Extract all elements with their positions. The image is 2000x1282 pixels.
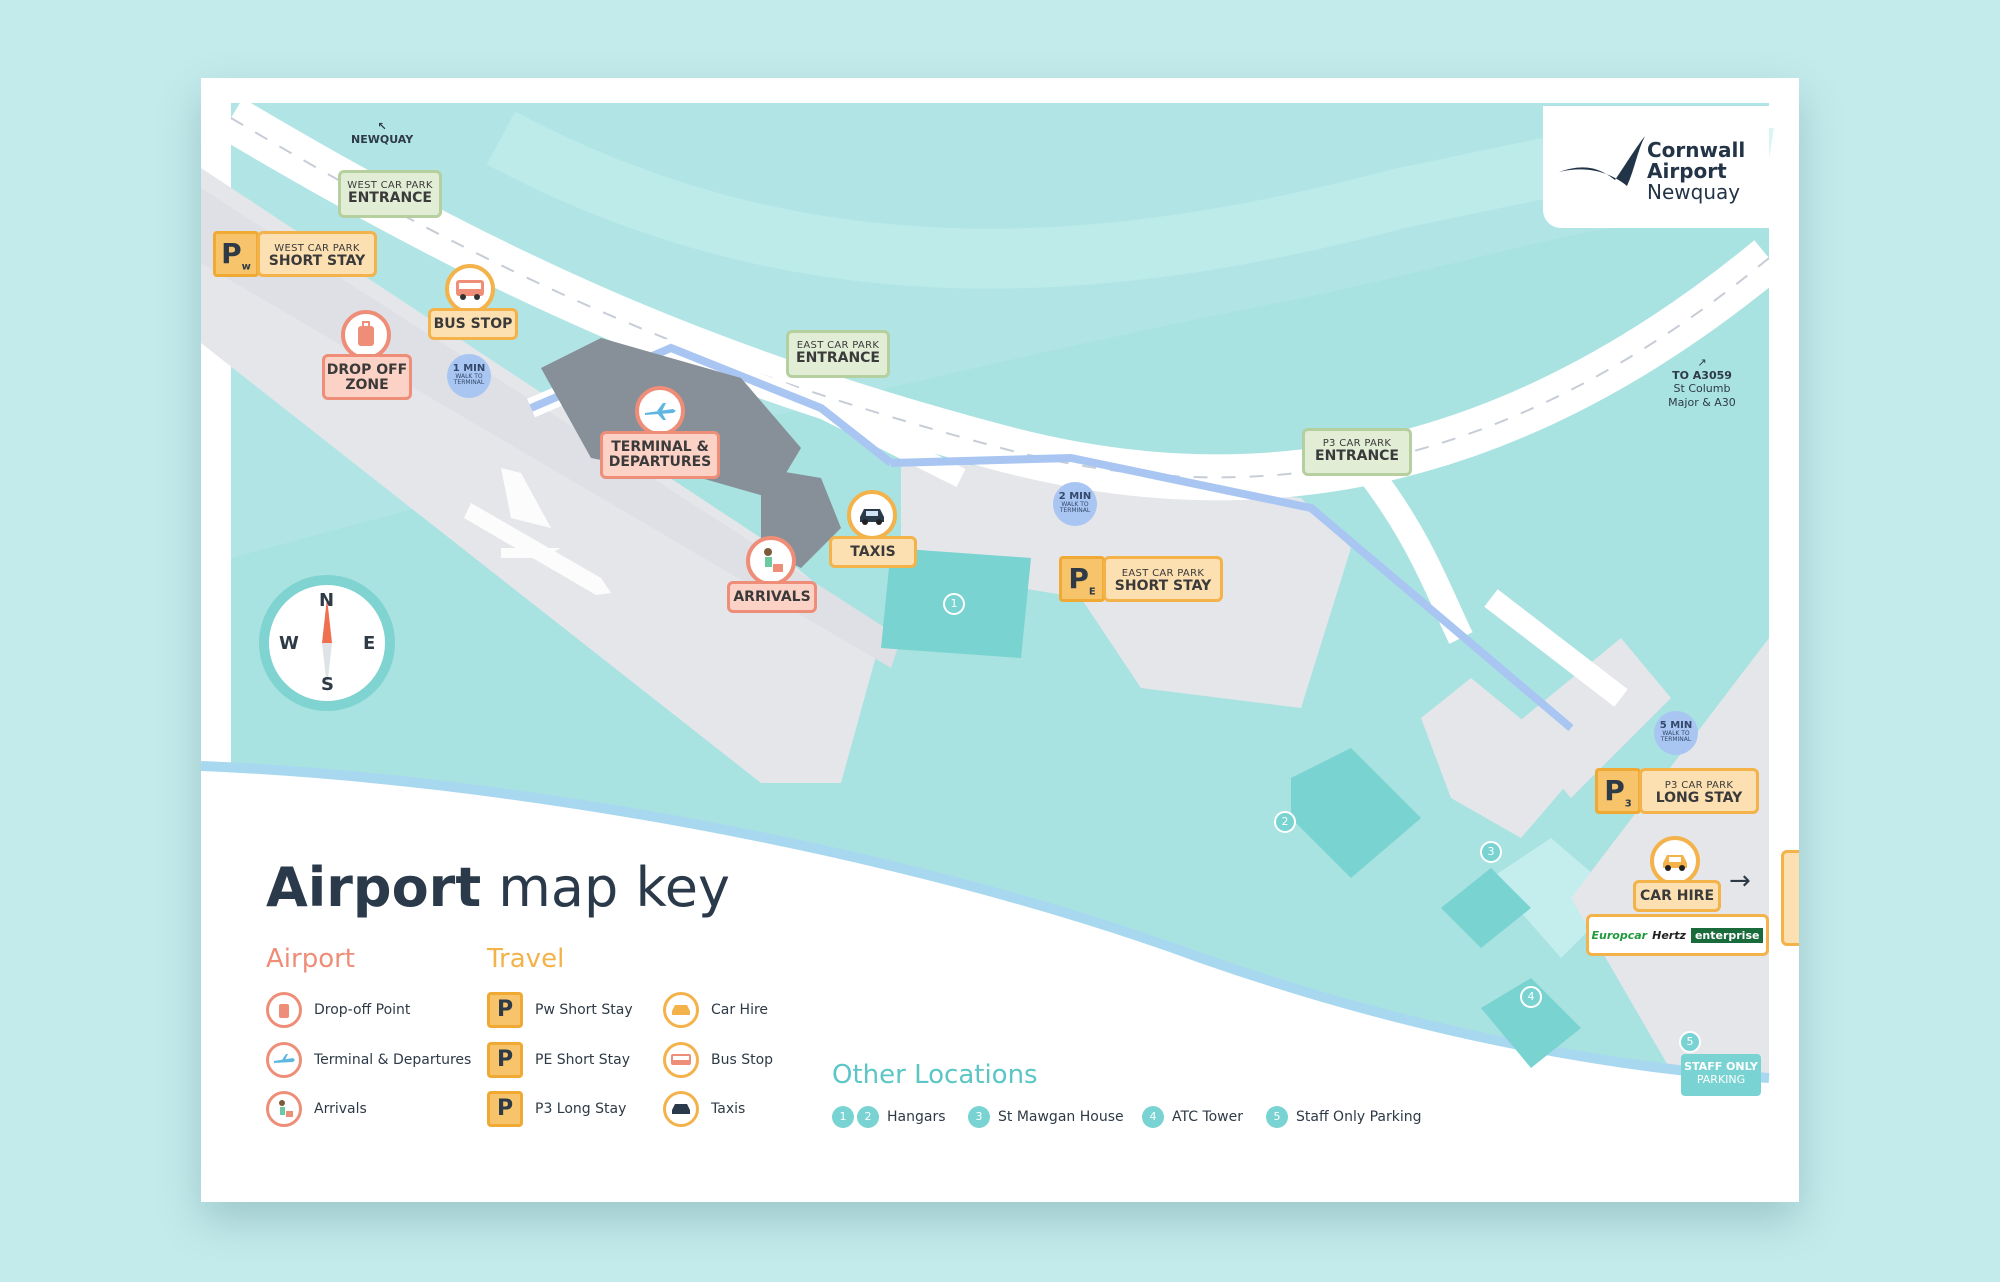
newquay-label: ↖NEWQUAY <box>351 120 414 147</box>
bus-stop-label[interactable]: BUS STOP <box>428 308 518 340</box>
other-atc-tower: 4 ATC Tower <box>1142 1106 1243 1128</box>
other-st-mawgan-house: 3 St Mawgan House <box>968 1106 1124 1128</box>
key-taxis: Taxis <box>663 1091 745 1127</box>
taxis-label[interactable]: TAXIS <box>829 536 917 568</box>
car-hire-icon <box>663 992 699 1028</box>
p3-parking-icon: P <box>487 1091 523 1127</box>
compass-s: S <box>321 674 334 695</box>
drop-off-zone-label[interactable]: DROP OFF ZONE <box>322 354 412 400</box>
location-3-marker: 3 <box>1480 841 1502 863</box>
key-airport-heading: Airport <box>266 944 355 974</box>
bus-icon <box>663 1042 699 1078</box>
compass-n: N <box>319 590 335 611</box>
car-hire-label[interactable]: CAR HIRE <box>1633 880 1721 912</box>
terminal-departures-label[interactable]: TERMINAL & DEPARTURES <box>600 431 720 479</box>
location-4-marker: 4 <box>1520 986 1542 1008</box>
location-4-badge: 4 <box>1142 1106 1164 1128</box>
taxi-icon <box>847 490 897 540</box>
location-2-marker: 2 <box>1274 811 1296 833</box>
location-2-badge: 2 <box>857 1106 879 1128</box>
arrivals-label[interactable]: ARRIVALS <box>727 581 817 613</box>
other-staff-only-parking: 5 Staff Only Parking <box>1266 1106 1421 1128</box>
arrow-right-icon: → <box>1729 866 1751 896</box>
europcar-logo: Europcar <box>1591 928 1648 942</box>
key-travel-heading: Travel <box>487 944 565 974</box>
arrivals-icon <box>266 1091 302 1127</box>
pe-parking-icon: P <box>487 1042 523 1078</box>
hertz-logo: Hertz <box>1652 928 1686 942</box>
pe-parking-icon: PE <box>1059 556 1105 602</box>
key-arrivals: Arrivals <box>266 1091 367 1127</box>
key-drop-off: Drop-off Point <box>266 992 410 1028</box>
location-3-badge: 3 <box>968 1106 990 1128</box>
other-locations-heading: Other Locations <box>832 1060 1038 1090</box>
key-terminal: Terminal & Departures <box>266 1042 471 1078</box>
plane-icon <box>266 1042 302 1078</box>
location-1-marker: 1 <box>943 593 965 615</box>
location-1-badge: 1 <box>832 1106 854 1128</box>
other-hangars: 1 2 Hangars <box>832 1106 946 1128</box>
compass-e: E <box>363 633 376 654</box>
compass-w: W <box>279 633 299 654</box>
offscreen-label-edge <box>1781 850 1799 946</box>
p3-parking-icon: P3 <box>1595 768 1641 814</box>
location-5-badge: 5 <box>1266 1106 1288 1128</box>
location-5-marker: 5 <box>1679 1031 1701 1053</box>
plane-icon <box>635 386 685 436</box>
key-title: Airport map key <box>266 856 730 919</box>
arrow-left-icon: ↖ <box>377 120 387 133</box>
car-hire-icon <box>1650 836 1700 886</box>
pw-parking-icon: P <box>487 992 523 1028</box>
key-bus-stop: Bus Stop <box>663 1042 773 1078</box>
arrivals-icon <box>746 536 796 586</box>
taxi-icon <box>663 1091 699 1127</box>
arrow-up-right-icon: ↗ <box>1697 356 1707 369</box>
luggage-icon <box>341 310 391 360</box>
map-background <box>201 98 1784 1202</box>
luggage-icon <box>266 992 302 1028</box>
car-hire-brands: Europcar Hertz enterprise <box>1586 914 1769 956</box>
enterprise-logo: enterprise <box>1690 927 1764 943</box>
bus-icon <box>445 264 495 314</box>
key-car-hire: Car Hire <box>663 992 768 1028</box>
pw-parking-icon: Pw <box>213 231 259 277</box>
bird-logo-icon <box>1559 136 1645 186</box>
